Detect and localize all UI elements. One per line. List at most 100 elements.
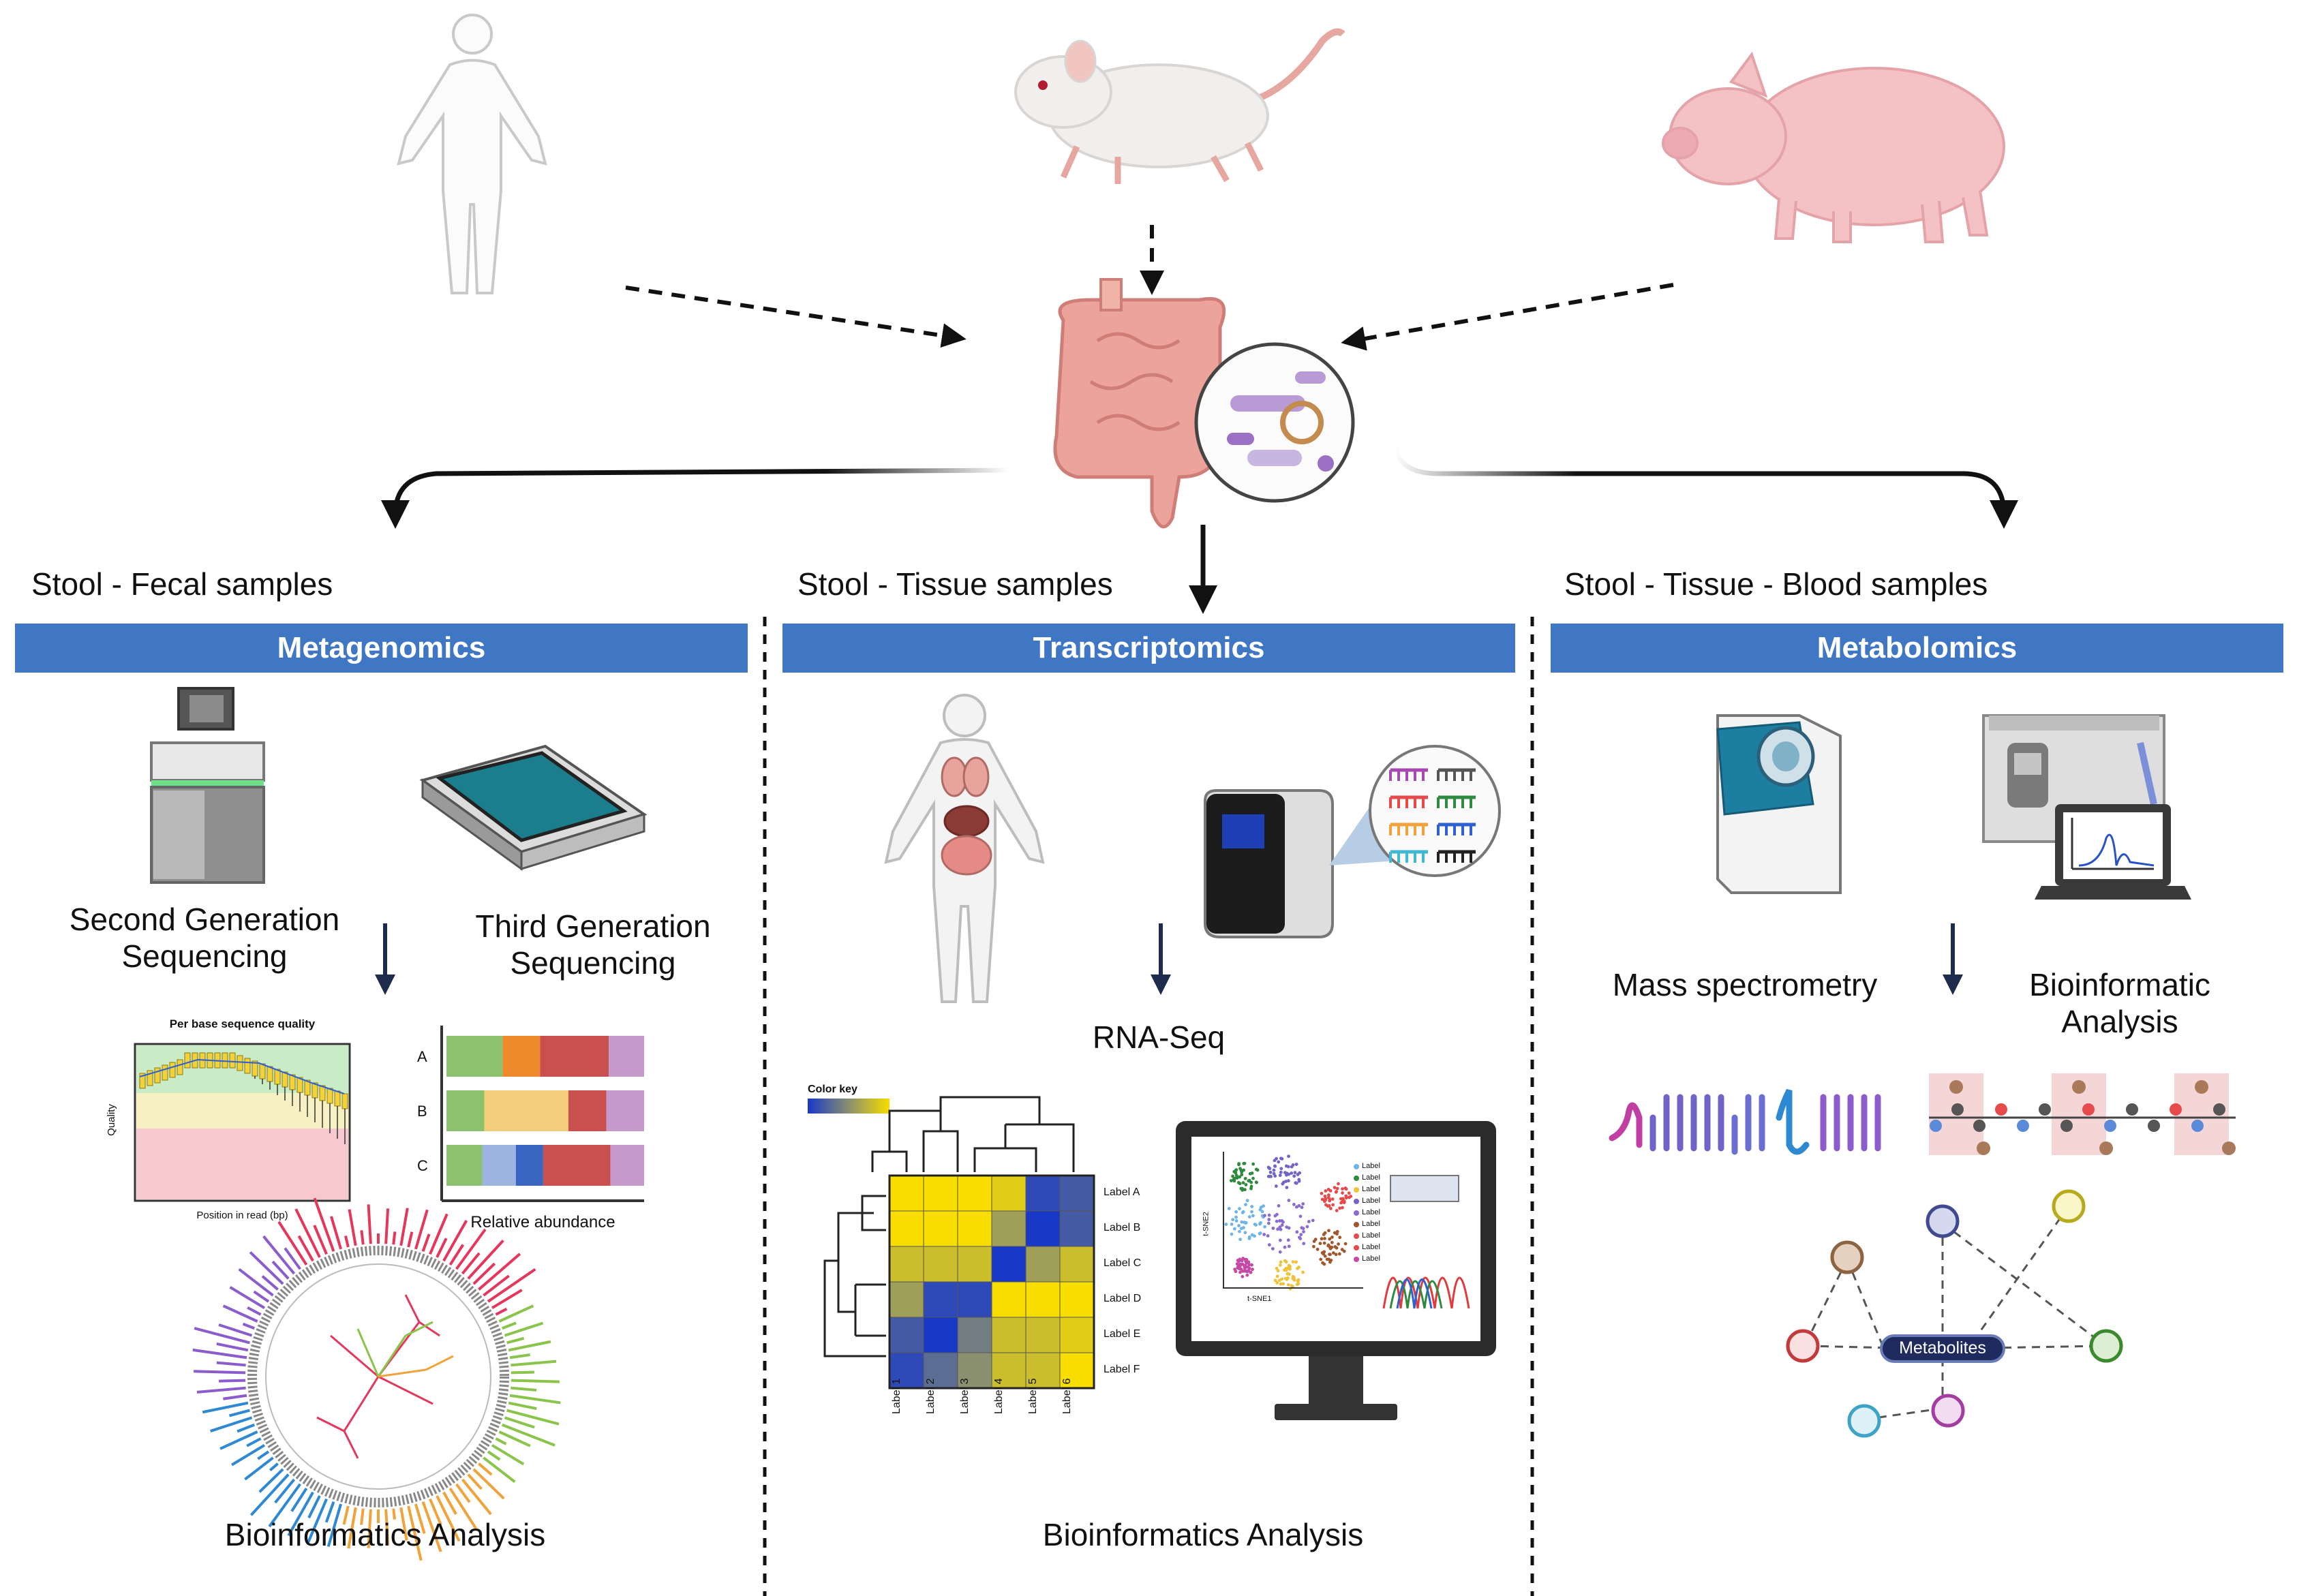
- heatmap-cell: [923, 1317, 958, 1353]
- color-key-bar: [808, 1099, 889, 1114]
- tsne-legend-label: Label: [1362, 1208, 1380, 1216]
- abundance-row-label-a: A: [417, 1048, 427, 1065]
- heatmap-cell: [923, 1246, 958, 1283]
- heatmap-col-label: Label 2: [925, 1378, 937, 1415]
- heatmap-col-label: Label 1: [891, 1378, 902, 1415]
- abundance-segment: [502, 1036, 541, 1077]
- heatmap-cell: [923, 1352, 958, 1389]
- heatmap-cell: [923, 1281, 958, 1318]
- monitor-icon: [1176, 1121, 1496, 1420]
- heatmap-cell: [991, 1352, 1026, 1389]
- quality-plot-title: Per base sequence quality: [169, 1017, 316, 1030]
- heatmap-cell: [957, 1210, 992, 1247]
- heatmap-row-label: Label B: [1104, 1222, 1141, 1233]
- tsne-xlabel: t-SNE1: [1247, 1295, 1272, 1303]
- heatmap-cell: [889, 1246, 924, 1283]
- phylogenetic-tree-icon: [192, 1197, 561, 1561]
- heatmap-cell: [889, 1317, 924, 1353]
- gut-icon: [1053, 278, 1226, 529]
- mass-spectrometer-icon: [1716, 714, 1842, 894]
- bioinfo-analysis-caption: Bioinformatic Analysis: [1983, 966, 2256, 1040]
- tsne-legend-label: Label: [1362, 1255, 1380, 1263]
- heatmap-col-label: Label 3: [959, 1378, 971, 1415]
- heatmap-cell: [1025, 1317, 1061, 1353]
- heatmap-cell: [991, 1210, 1026, 1247]
- tsne-legend-label: Label: [1362, 1162, 1380, 1170]
- heatmap-cell: [957, 1317, 992, 1353]
- transcriptomics-analysis-caption: Bioinformatics Analysis: [1042, 1517, 1364, 1552]
- fecal-samples-label: Stool - Fecal samples: [31, 566, 333, 602]
- heatmap-cell: [1059, 1317, 1095, 1353]
- tissue-samples-label: Stool - Tissue samples: [797, 566, 1113, 602]
- abundance-segment: [446, 1036, 503, 1077]
- blood-samples-label: Stool - Tissue - Blood samples: [1564, 566, 1988, 602]
- heatmap-cell: [889, 1175, 924, 1212]
- second-gen-caption: Second Generation Sequencing: [55, 901, 354, 975]
- transcriptomics-header: Transcriptomics: [782, 624, 1515, 673]
- bioinfo-line1: Bioinformatic: [2029, 967, 2210, 1002]
- heatmap-cell: [923, 1210, 958, 1247]
- heatmap-cell: [1025, 1210, 1061, 1247]
- heatmap-col-label: Label 6: [1061, 1378, 1073, 1415]
- heatmap-row-label: Label C: [1104, 1257, 1142, 1269]
- bioinfo-line2: Analysis: [2061, 1004, 2178, 1039]
- abundance-segment: [606, 1090, 644, 1131]
- to-metabolomics-arrow: [1391, 442, 2018, 529]
- abundance-segment: [543, 1145, 611, 1186]
- heatmap-cell: [889, 1210, 924, 1247]
- heatmap-dendrogram: [823, 1096, 1075, 1357]
- quality-plot: [134, 1043, 351, 1202]
- heatmap-cell: [889, 1281, 924, 1318]
- abundance-row-label-b: B: [417, 1103, 427, 1120]
- heatmap-cell: [1059, 1175, 1095, 1212]
- heatmap-cell: [1025, 1175, 1061, 1212]
- abundance-segment: [540, 1036, 609, 1077]
- second-gen-line1: Second Generation: [69, 902, 340, 937]
- heatmap-cell: [1059, 1210, 1095, 1247]
- quality-plot-xlabel: Position in read (bp): [196, 1210, 288, 1221]
- third-gen-line1: Third Generation: [475, 908, 711, 944]
- third-gen-line2: Sequencing: [510, 945, 676, 981]
- third-gen-sequencer-icon: [419, 744, 648, 871]
- abundance-segment: [482, 1145, 516, 1186]
- tsne-legend-label: Label: [1362, 1173, 1380, 1182]
- human-to-gut-arrow: [625, 286, 967, 348]
- metabolites-pill-bg: [1880, 1334, 2005, 1363]
- heatmap-chart: [888, 1174, 1095, 1390]
- second-gen-line2: Sequencing: [121, 938, 288, 974]
- abundance-segment: [446, 1145, 483, 1186]
- heatmap-col-label: Label 4: [993, 1378, 1005, 1415]
- rna-seq-machine-icon: [1204, 745, 1501, 938]
- heatmap-cell: [991, 1317, 1026, 1353]
- heatmap-cell: [957, 1246, 992, 1283]
- metagenomics-header: Metagenomics: [15, 624, 748, 673]
- heatmap-cell: [1025, 1246, 1061, 1283]
- mouse-icon: [1014, 28, 1345, 184]
- to-metagenomics-arrow: [381, 467, 1009, 529]
- third-gen-caption: Third Generation Sequencing: [443, 908, 743, 981]
- heatmap-cell: [1059, 1281, 1095, 1318]
- relative-abundance-chart: [440, 1026, 644, 1202]
- laptop-icon: [2035, 804, 2191, 900]
- quality-plot-ylabel: Quality: [105, 1104, 117, 1136]
- second-gen-sequencer-icon: [150, 687, 265, 884]
- tsne-ylabel: t-SNE2: [1202, 1212, 1211, 1236]
- tsne-legend-label: Label: [1362, 1220, 1380, 1228]
- heatmap-cell: [957, 1281, 992, 1318]
- heatmap-cell: [991, 1246, 1026, 1283]
- heatmap-cell: [991, 1281, 1026, 1318]
- tsne-legend-label: Label: [1362, 1197, 1380, 1205]
- pig-to-gut-arrow: [1341, 283, 1674, 351]
- heatmap-cell: [889, 1352, 924, 1389]
- human-anatomy-icon: [884, 694, 1045, 1003]
- heatmap-cell: [1025, 1281, 1061, 1318]
- color-key-label: Color key: [808, 1084, 857, 1095]
- abundance-segment: [446, 1090, 485, 1131]
- heatmap-cell: [991, 1175, 1026, 1212]
- human-figure-icon: [397, 14, 547, 294]
- rna-seq-caption: RNA-Seq: [1092, 1019, 1226, 1055]
- tsne-legend-label: Label: [1362, 1231, 1380, 1240]
- heatmap-cell: [957, 1175, 992, 1212]
